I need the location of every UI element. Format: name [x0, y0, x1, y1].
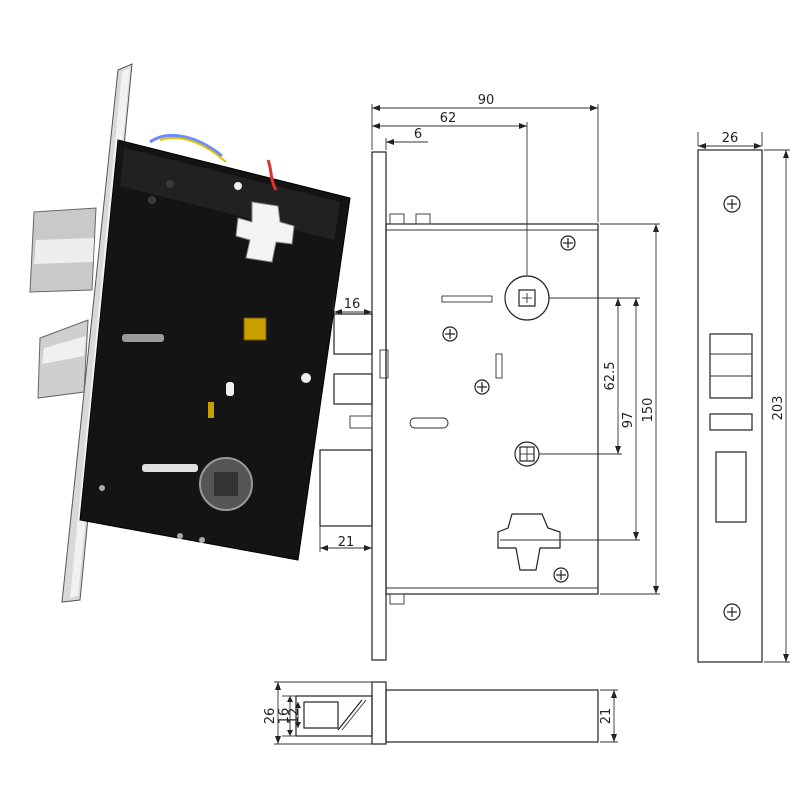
bottom-view: 26 16 12 21 [263, 681, 618, 745]
front-latch-upper [333, 313, 373, 355]
front-cylinder-cutout [497, 513, 561, 571]
faceplate-deadbolt-opening [715, 451, 747, 523]
dim-deadbolt-21: 21 [338, 535, 355, 550]
bottom-faceplate [371, 681, 387, 745]
dim-latch-16: 16 [344, 297, 361, 312]
dim-bottom-26: 26 [263, 708, 278, 725]
dim-height-150: 150 [641, 398, 656, 423]
faceplate-trigger-opening [709, 413, 753, 431]
dim-faceplate-height-203: 203 [771, 396, 786, 421]
faceplate-view: 26 203 [697, 131, 790, 663]
dim-bottom-16: 16 [277, 708, 292, 725]
bottom-latch-outline [295, 695, 373, 737]
dim-bottom-12: 12 [287, 708, 302, 725]
front-faceplate [371, 151, 387, 661]
faceplate-latch-opening [709, 333, 753, 399]
dim-faceplate-6: 6 [414, 127, 422, 142]
dim-faceplate-width-26: 26 [722, 131, 739, 146]
bottom-bolt-body [385, 689, 599, 743]
lock-photo [29, 63, 351, 603]
front-case [385, 223, 599, 595]
dim-bottom-bolt-21: 21 [599, 708, 614, 725]
front-view: 90 62 6 16 21 62.5 97 150 [319, 93, 660, 661]
dim-spindle-62: 62 [440, 111, 457, 126]
faceplate-outline [697, 149, 763, 663]
dim-width-90: 90 [478, 93, 495, 108]
front-latch-lower [333, 373, 373, 405]
front-deadbolt [319, 449, 373, 527]
dim-center-97: 97 [621, 412, 636, 429]
dim-backset-62-5: 62.5 [603, 362, 618, 391]
